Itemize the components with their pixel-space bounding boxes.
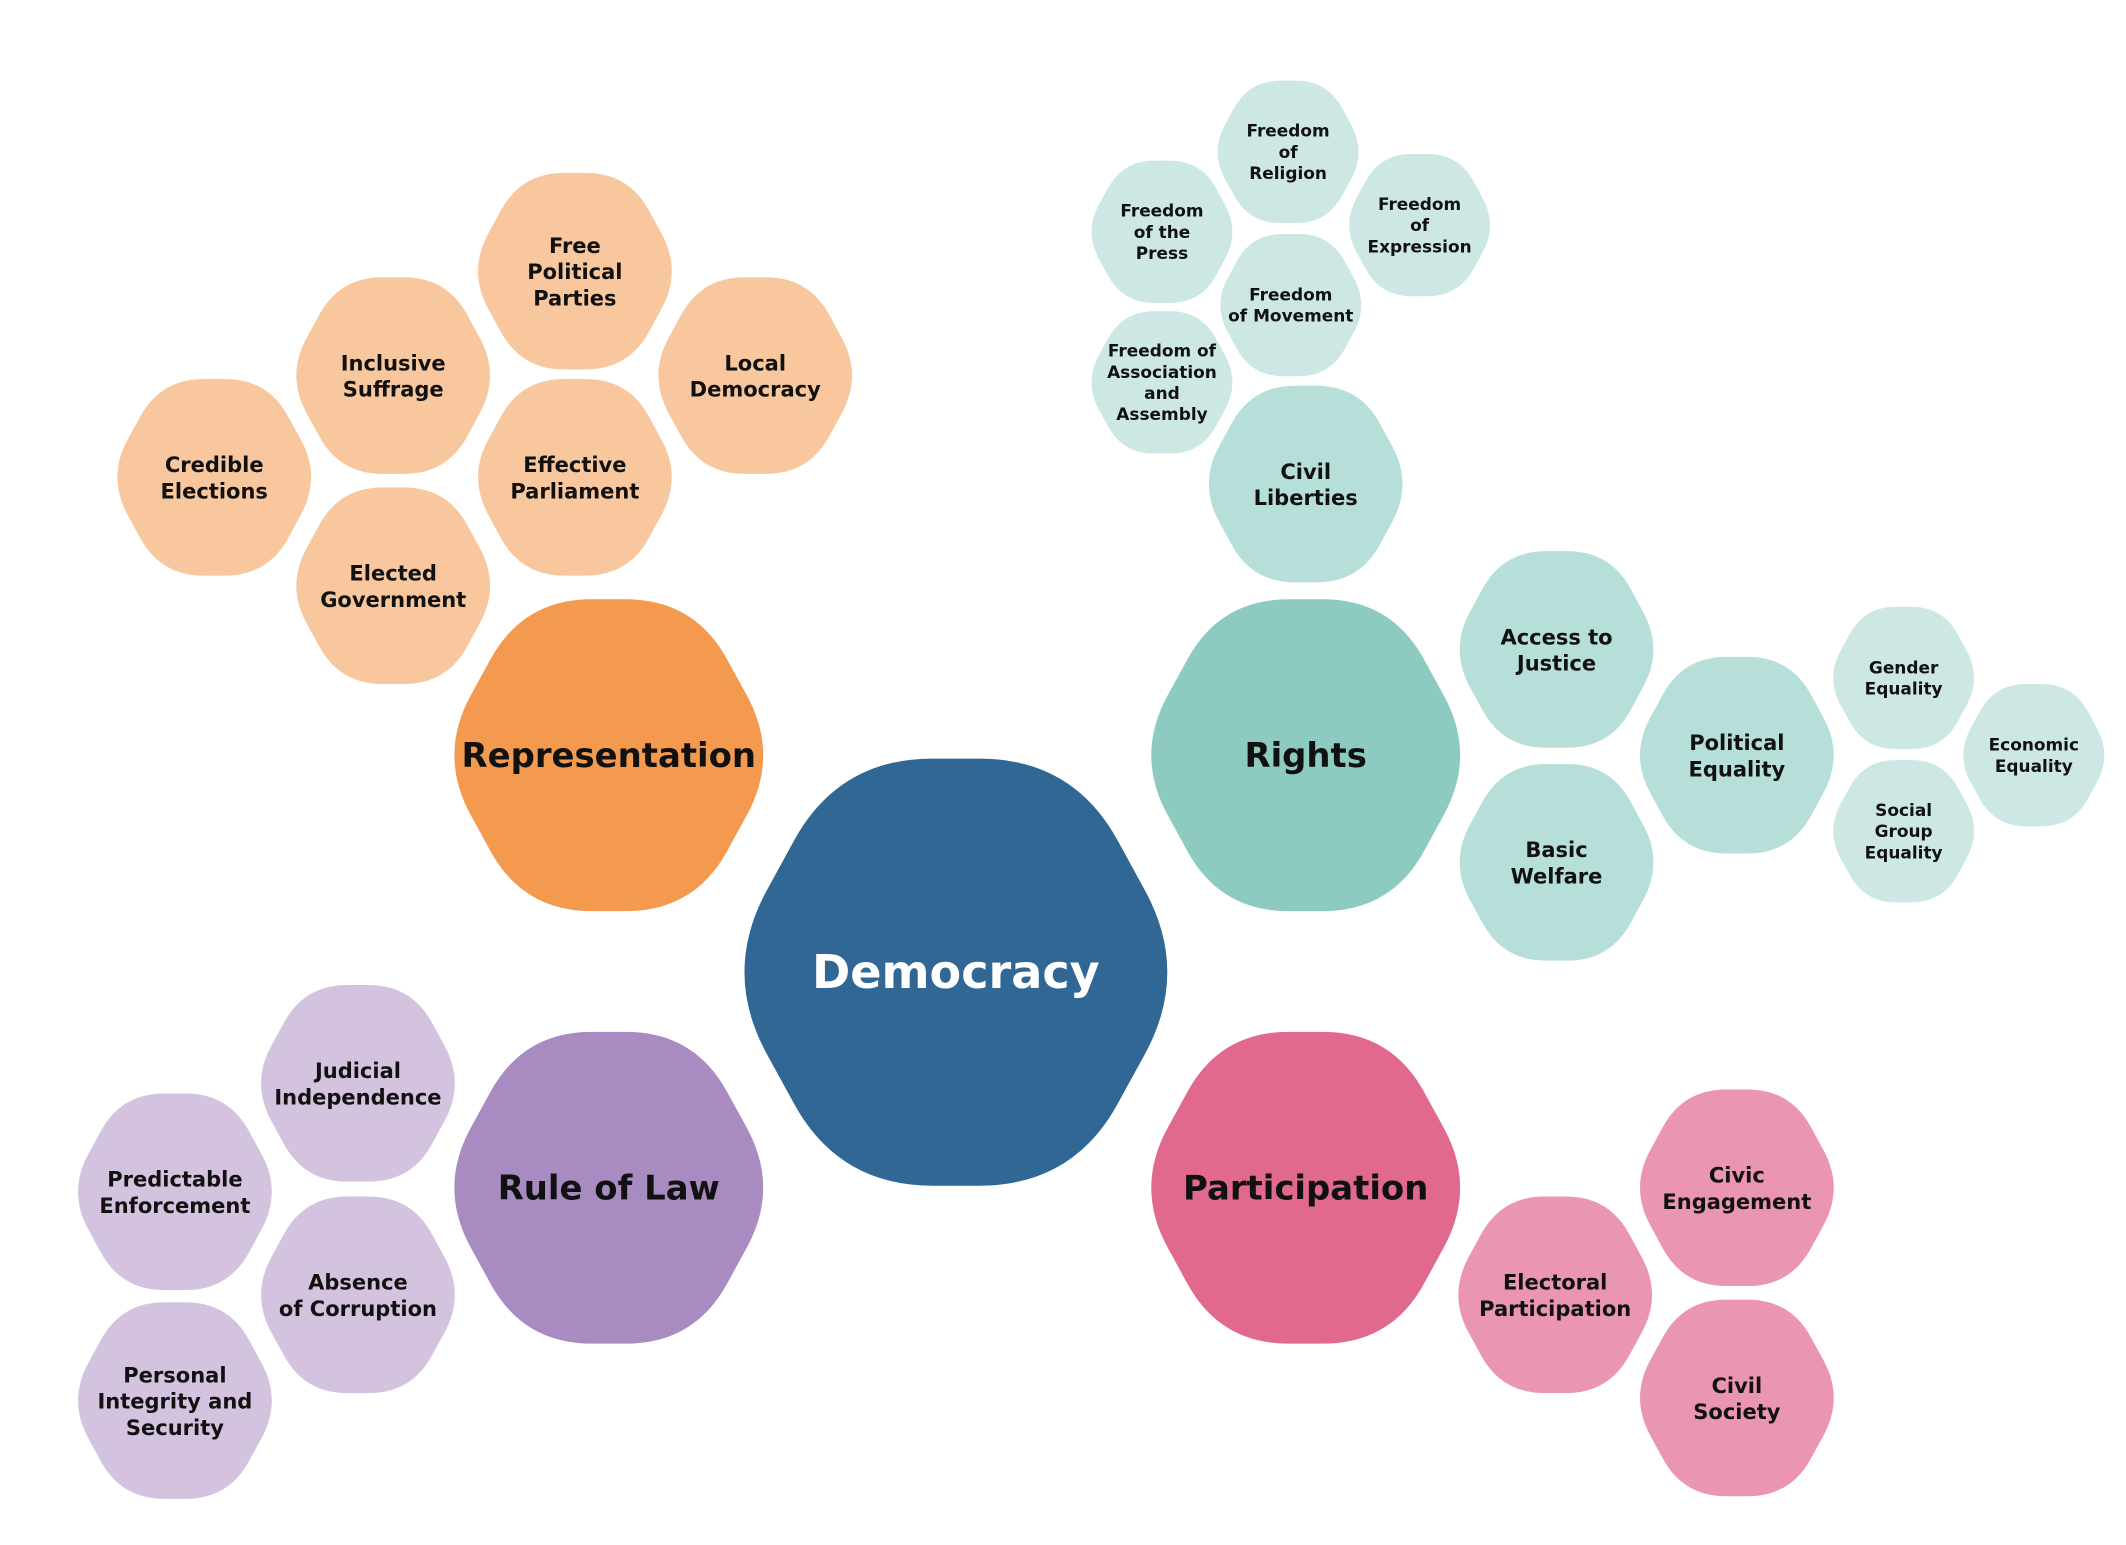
hex-rights-shape: [1151, 599, 1461, 912]
hex-freedom-of-the-press-shape: [1091, 160, 1233, 304]
hex-participation: Participation: [1151, 1031, 1461, 1344]
hex-representation: Representation: [454, 599, 764, 912]
hex-representation-label: Representation: [462, 736, 757, 775]
hex-freedom-of-religion-shape: [1217, 80, 1359, 224]
hex-electoral-participation-shape: [1458, 1196, 1653, 1394]
hex-local-democracy-shape: [658, 277, 853, 474]
hex-civic-engagement-shape: [1640, 1089, 1834, 1287]
hex-rule-of-law-label: Rule of Law: [498, 1168, 720, 1207]
hex-rights-label: Rights: [1244, 736, 1366, 775]
hex-gender-equality-shape: [1833, 606, 1975, 750]
hex-personal-integrity-shape: [78, 1302, 272, 1499]
hex-absence-of-corruption-shape: [261, 1196, 455, 1394]
hex-participation-label: Participation: [1183, 1168, 1428, 1207]
hex-access-to-justice-shape: [1459, 551, 1654, 748]
hex-rights: Rights: [1151, 599, 1461, 912]
hex-free-political-parties-shape: [478, 172, 672, 370]
hex-democracy: Democracy: [744, 758, 1168, 1186]
hex-judicial-independence-shape: [261, 985, 455, 1182]
hex-freedom-of-expression-shape: [1349, 153, 1491, 297]
hex-credible-elections-shape: [117, 378, 312, 576]
hex-democracy-label: Democracy: [812, 945, 1100, 999]
hex-civil-society-shape: [1640, 1299, 1834, 1497]
hex-inclusive-suffrage-shape: [296, 277, 491, 474]
hex-rule-of-law-shape: [454, 1031, 764, 1344]
hex-basic-welfare-shape: [1459, 764, 1654, 961]
hex-representation-shape: [454, 599, 764, 912]
hex-democracy-shape: [744, 758, 1168, 1186]
hex-political-equality-shape: [1640, 656, 1834, 854]
hex-freedom-of-association-shape: [1091, 311, 1233, 454]
hex-participation-shape: [1151, 1031, 1461, 1344]
hex-effective-parliament-shape: [478, 378, 672, 576]
hex-rule-of-law: Rule of Law: [454, 1031, 764, 1344]
hex-predictable-enforcement-shape: [78, 1093, 272, 1291]
hex-social-group-equality-shape: [1833, 759, 1975, 903]
hex-civil-liberties-shape: [1208, 385, 1403, 583]
hex-freedom-of-movement-shape: [1220, 233, 1362, 377]
hex-economic-equality-shape: [1963, 684, 2105, 827]
hex-elected-government-shape: [296, 487, 491, 685]
